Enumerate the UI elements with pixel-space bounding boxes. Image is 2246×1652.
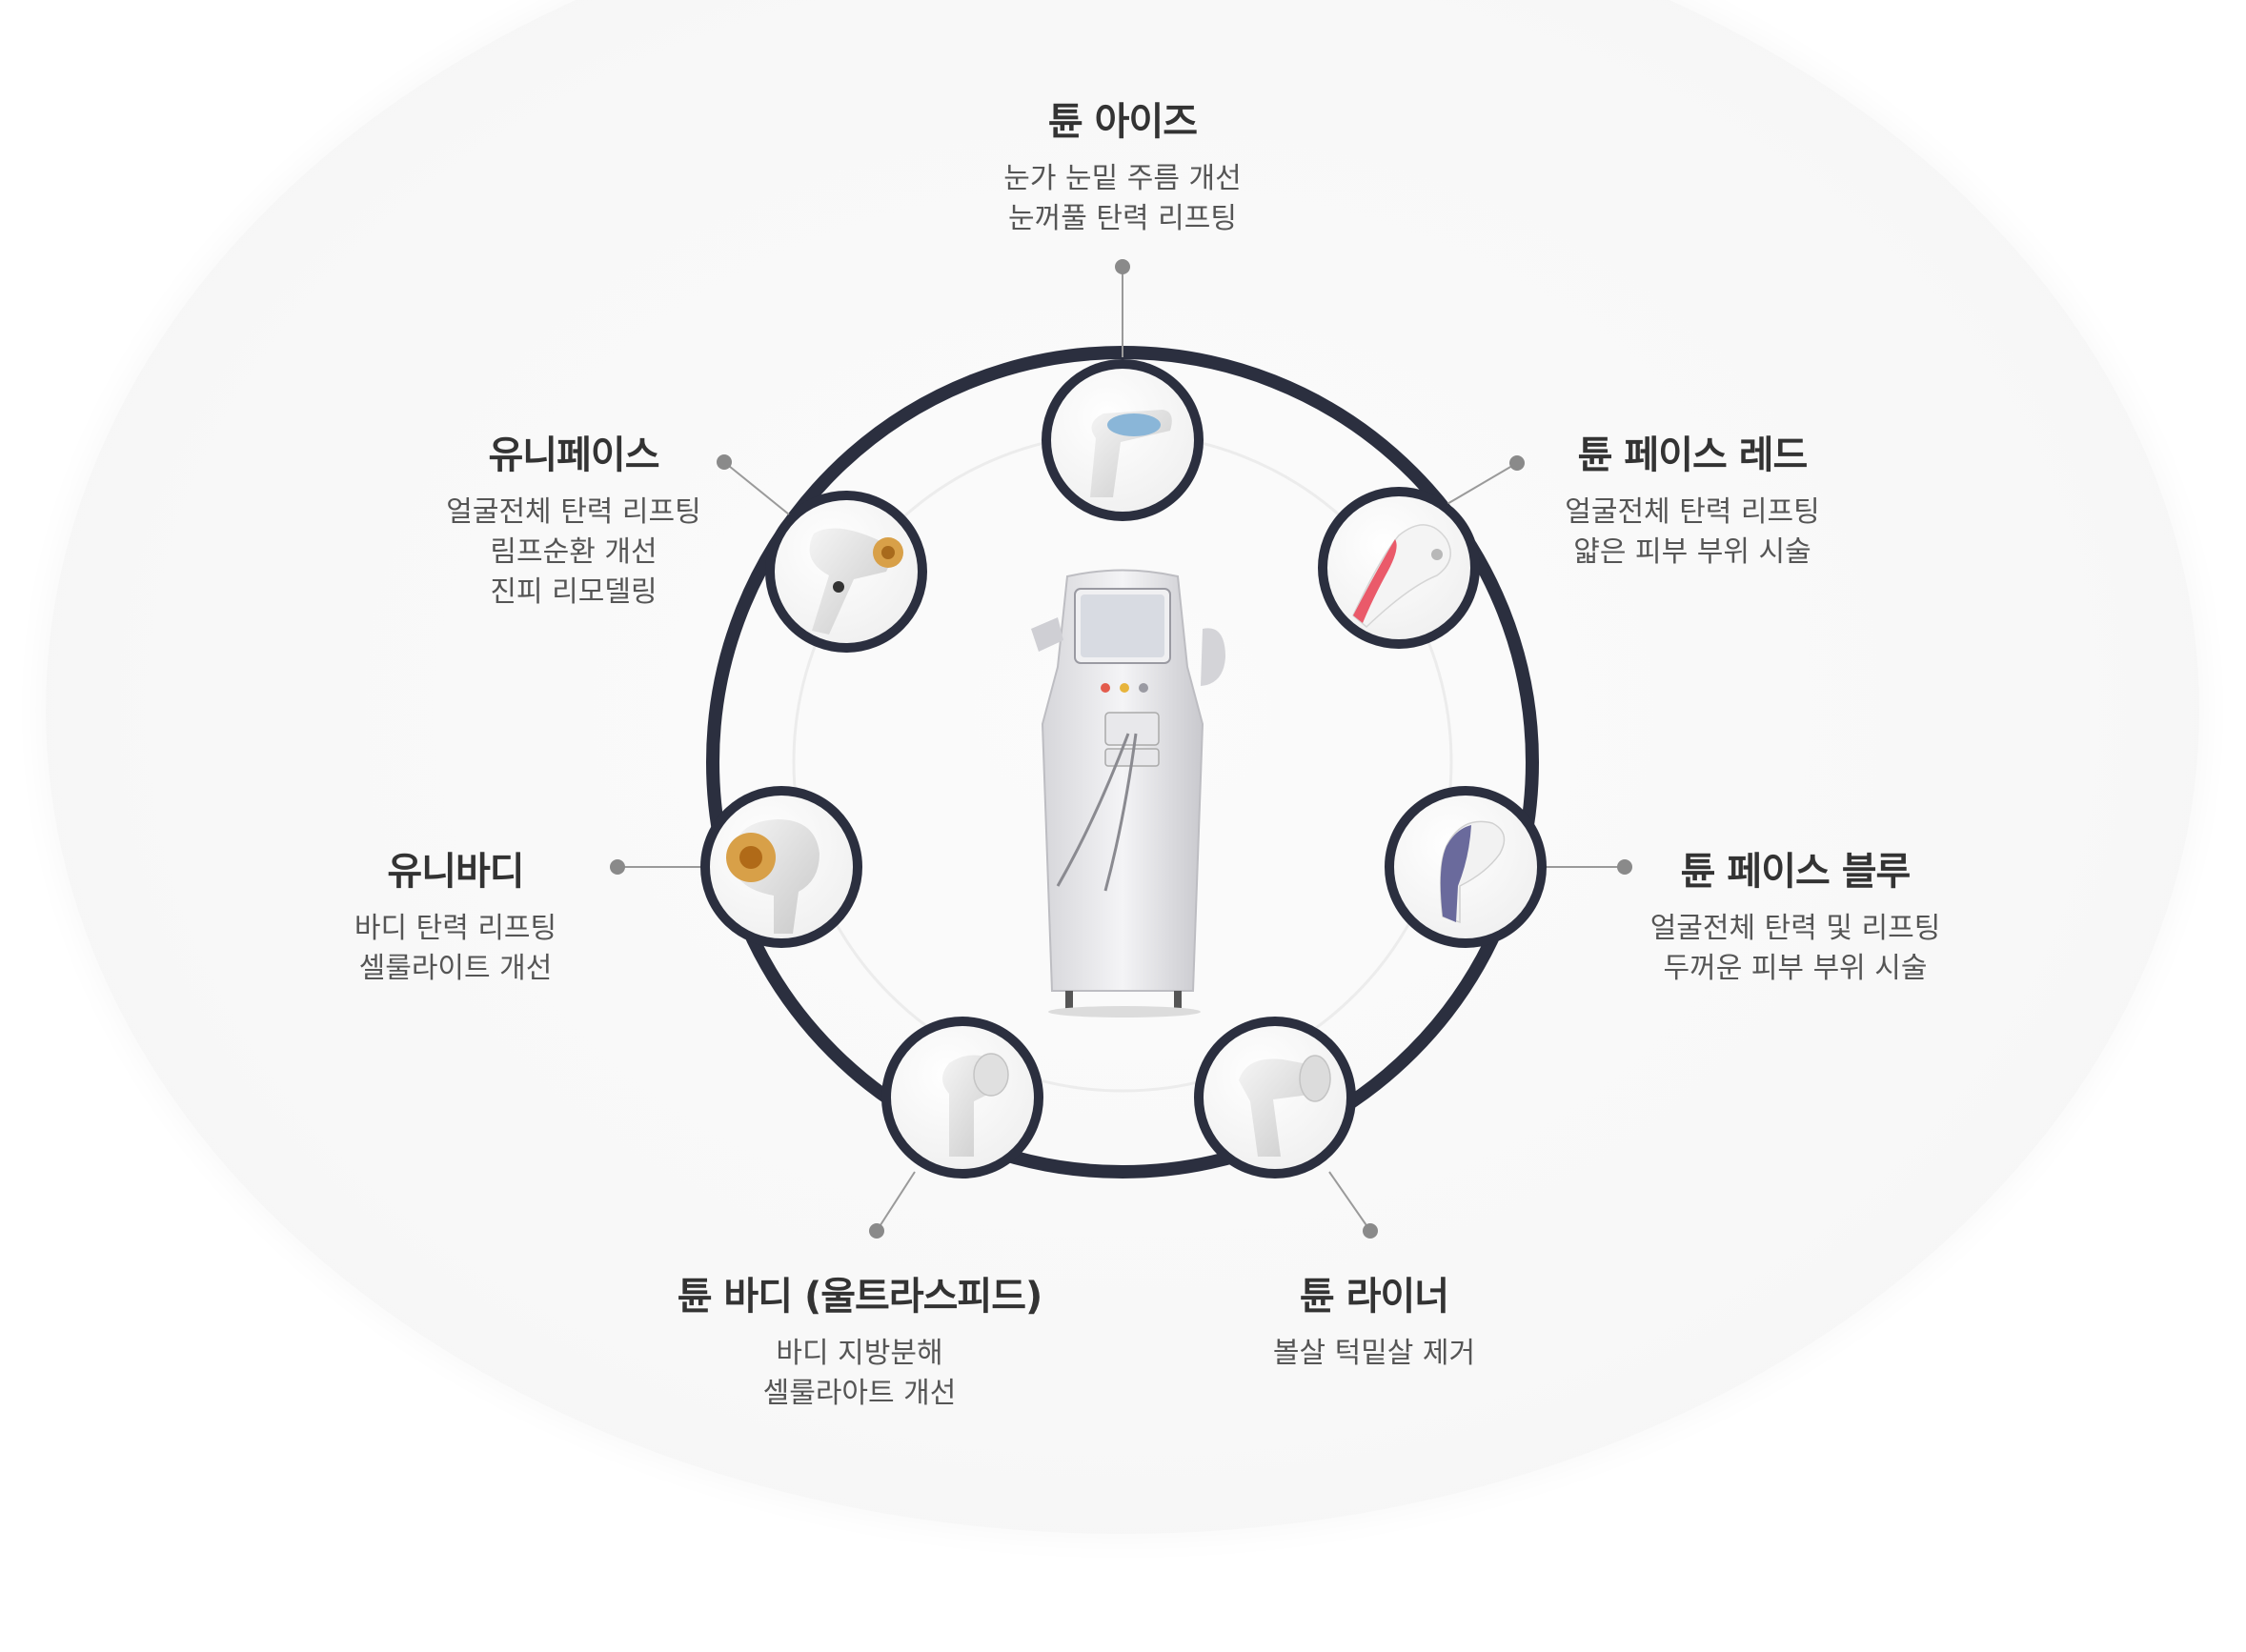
handpiece-nodes: [700, 359, 1547, 1179]
body-handpiece-icon[interactable]: [881, 1017, 1043, 1179]
connector-dot: [869, 1223, 884, 1239]
uniface-handpiece-icon[interactable]: [765, 491, 927, 653]
handpiece-label: 튠 아이즈 눈가 눈밑 주름 개선 눈꺼풀 탄력 리프팅: [1003, 91, 1241, 239]
unibody-handpiece-icon[interactable]: [700, 786, 862, 948]
blue-face-handpiece-icon[interactable]: [1385, 786, 1547, 948]
connector-line: [723, 461, 790, 515]
handpiece-title: 튠 아이즈: [1047, 100, 1198, 144]
handpiece-label: 유니바디 바디 탄력 리프팅 셀룰라이트 개선: [354, 840, 556, 989]
liner-handpiece-icon[interactable]: [1194, 1017, 1356, 1179]
red-face-handpiece-icon[interactable]: [1318, 487, 1480, 649]
handpiece-desc: 셀룰라이트 개선: [358, 952, 553, 985]
handpiece-desc: 눈가 눈밑 주름 개선: [1003, 162, 1242, 195]
handpiece-desc: 셀룰라아트 개선: [762, 1377, 957, 1410]
main-device-icon: [1031, 569, 1225, 1017]
handpiece-label: 유니페이스 얼굴전체 탄력 리프팅 림프순환 개선 진피 리모델링: [446, 424, 700, 613]
handpiece-title: 튠 페이스 레드: [1577, 433, 1809, 477]
handpiece-desc: 얼굴전체 탄력 및 리프팅: [1649, 912, 1941, 945]
handpiece-title: 유니페이스: [488, 433, 659, 477]
connector-dot: [1509, 455, 1525, 471]
connector-dot: [610, 859, 625, 875]
handpiece-label: 튠 바디 (울트라스피드) 바디 지방분해 셀룰라아트 개선: [677, 1265, 1043, 1414]
handpiece-title: 튠 바디 (울트라스피드): [677, 1275, 1043, 1319]
handpiece-desc: 진피 리모델링: [490, 575, 658, 609]
handpiece-title: 튠 라이너: [1299, 1275, 1449, 1319]
connector-line: [1328, 1171, 1371, 1232]
handpiece-desc: 얼굴전체 탄력 리프팅: [446, 495, 701, 529]
connector-dot: [717, 454, 732, 470]
handpiece-label: 튠 페이스 레드 얼굴전체 탄력 리프팅 얇은 피부 부위 시술: [1565, 424, 1819, 573]
handpiece-desc: 바디 지방분해: [776, 1337, 943, 1370]
handpiece-label: 튠 페이스 블루 얼굴전체 탄력 및 리프팅 두꺼운 피부 부위 시술: [1650, 840, 1941, 989]
connector-dot: [1617, 859, 1632, 875]
connector-dot: [1115, 259, 1130, 274]
handpiece-title: 튠 페이스 블루: [1680, 850, 1912, 894]
handpiece-desc: 볼살 턱밑살 제거: [1272, 1337, 1476, 1370]
handpiece-desc: 림프순환 개선: [490, 535, 658, 569]
handpiece-desc: 얇은 피부 부위 시술: [1573, 535, 1811, 569]
connector-dot: [1363, 1223, 1378, 1239]
handpiece-desc: 두꺼운 피부 부위 시술: [1663, 952, 1928, 985]
connectors: [610, 259, 1632, 1239]
handpiece-desc: 눈꺼풀 탄력 리프팅: [1008, 202, 1237, 235]
handpiece-title: 유니바디: [387, 850, 524, 894]
handpiece-label: 튠 라이너 볼살 턱밑살 제거: [1273, 1265, 1475, 1374]
eye-handpiece-icon[interactable]: [1042, 359, 1204, 521]
handpiece-desc: 얼굴전체 탄력 리프팅: [1565, 495, 1820, 529]
connector-line: [876, 1171, 916, 1232]
handpiece-desc: 바디 탄력 리프팅: [354, 912, 557, 945]
